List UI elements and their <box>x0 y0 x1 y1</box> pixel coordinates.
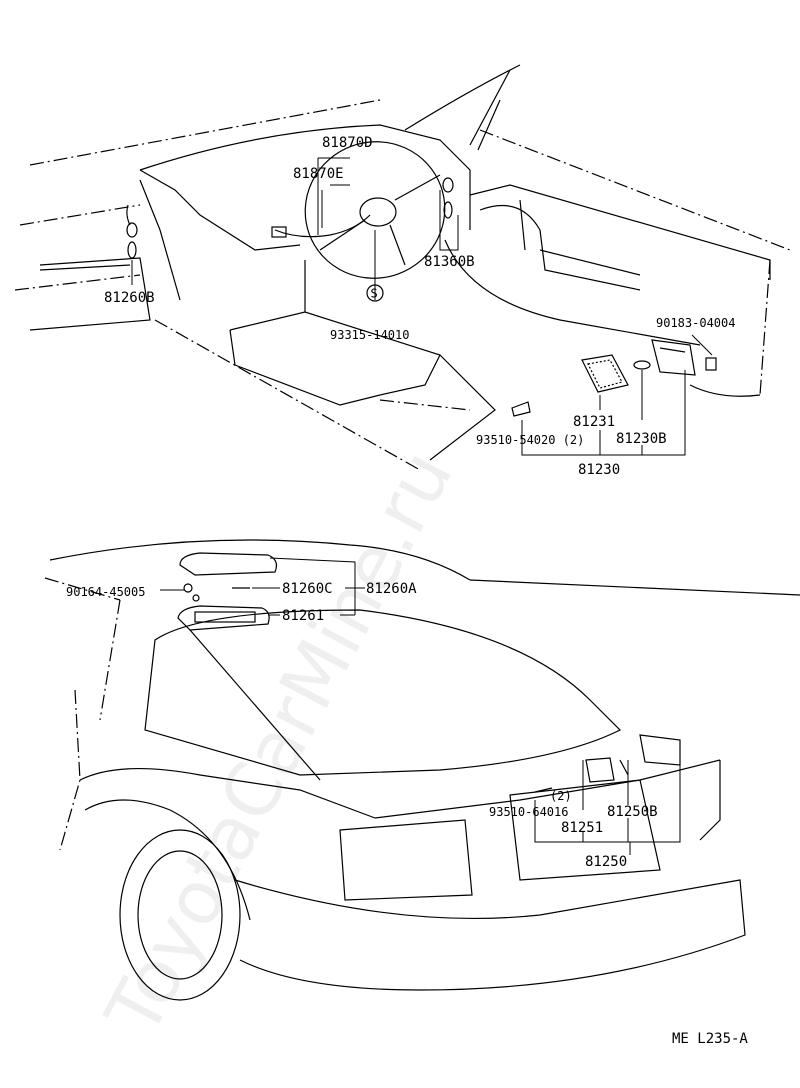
label-81870D: 81870D <box>322 135 373 151</box>
label-81250: 81250 <box>585 854 627 870</box>
label-90183-04004: 90183-04004 <box>656 316 735 330</box>
label-81260C: 81260C <box>282 581 333 597</box>
label-81231: 81231 <box>573 414 615 430</box>
s-mark: S <box>371 287 378 301</box>
interior-illustration <box>14 64 791 471</box>
watermark: ToyotaCarMine.ru <box>89 437 469 1049</box>
lower-leaders <box>160 557 681 855</box>
rear-illustration <box>44 539 800 1001</box>
label-93510-54020: 93510-54020 (2) <box>476 433 584 447</box>
label-90164-45005: 90164-45005 <box>66 585 145 599</box>
label-93510-64016: 93510-64016 <box>489 805 568 819</box>
label-qty-2: (2) <box>550 789 572 803</box>
diagram-code: ME L235-A <box>672 1031 748 1047</box>
label-81251: 81251 <box>561 820 603 836</box>
label-81260B-upper: 81260B <box>104 290 155 306</box>
label-81360B: 81360B <box>424 254 475 270</box>
label-81870E: 81870E <box>293 166 344 182</box>
upper-leaders <box>131 157 713 456</box>
label-81250B: 81250B <box>607 804 658 820</box>
label-81230: 81230 <box>578 462 620 478</box>
label-93315-14010: 93315-14010 <box>330 328 409 342</box>
label-81260A: 81260A <box>366 581 417 597</box>
label-81230B: 81230B <box>616 431 667 447</box>
label-81261: 81261 <box>282 608 324 624</box>
s-mark-circle <box>366 284 384 302</box>
